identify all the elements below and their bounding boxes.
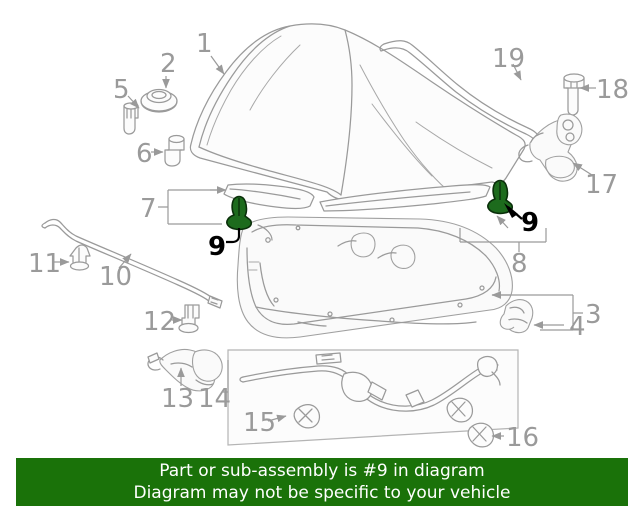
- banner-line-disclaimer: Diagram may not be specific to your vehi…: [133, 483, 511, 503]
- highlighted-clip-part-9-left: [226, 195, 253, 244]
- cable-clip-part-16-inner: [446, 397, 474, 423]
- hood-seal-part-8: [319, 184, 491, 212]
- callout-11: 11: [28, 249, 61, 279]
- bolt-part-6: [164, 134, 185, 167]
- leader-lines: [54, 55, 596, 440]
- callout-17: 17: [585, 170, 618, 200]
- cable-clip-part-16: [467, 422, 495, 448]
- callout-1: 1: [196, 29, 213, 59]
- callout-2: 2: [160, 49, 177, 79]
- callout-12: 12: [143, 307, 176, 337]
- callout-10: 10: [99, 262, 132, 292]
- grommet-part-2: [140, 88, 178, 113]
- callout-15: 15: [243, 408, 276, 438]
- hood-panel-outer: [189, 23, 526, 201]
- callout-13: 13: [161, 384, 194, 414]
- clip-part-11: [69, 244, 91, 271]
- bumper-stop-part-5: [123, 102, 139, 135]
- hood-latch-striker-part-4: [499, 299, 534, 334]
- bolt-part-18: [563, 73, 585, 116]
- release-cable-assembly: [239, 352, 501, 412]
- callout-5: 5: [113, 75, 130, 105]
- cable-clip-part-15: [293, 403, 321, 429]
- callout-9-right: 9: [521, 208, 539, 238]
- release-cable-box-14: [227, 349, 519, 446]
- highlighted-clip-part-9-right: [487, 179, 523, 220]
- callout-14: 14: [198, 384, 231, 414]
- callout-19: 19: [492, 44, 525, 74]
- hood-molding-part-10: [41, 218, 223, 309]
- callout-6: 6: [136, 139, 153, 169]
- callout-3: 3: [585, 300, 602, 330]
- callout-7: 7: [140, 194, 157, 224]
- hood-latch-part-13: [147, 348, 223, 392]
- hood-seal-part-7: [223, 183, 315, 209]
- clip-part-12: [178, 304, 200, 334]
- hood-hinge-part-17: [518, 113, 583, 182]
- callout-numbers: 1 2 3 4 5 6 7 8 9 9 10 11 12 13 14 15 16…: [28, 29, 629, 453]
- banner-line-part-number: Part or sub-assembly is #9 in diagram: [159, 461, 485, 481]
- callout-8: 8: [511, 249, 528, 279]
- info-banner: Part or sub-assembly is #9 in diagram Di…: [16, 458, 628, 506]
- callout-9-left: 9: [208, 232, 226, 262]
- hood-insulator-part-3: [236, 216, 513, 339]
- callout-4: 4: [569, 312, 586, 342]
- callout-18: 18: [596, 75, 629, 105]
- callout-16: 16: [506, 423, 539, 453]
